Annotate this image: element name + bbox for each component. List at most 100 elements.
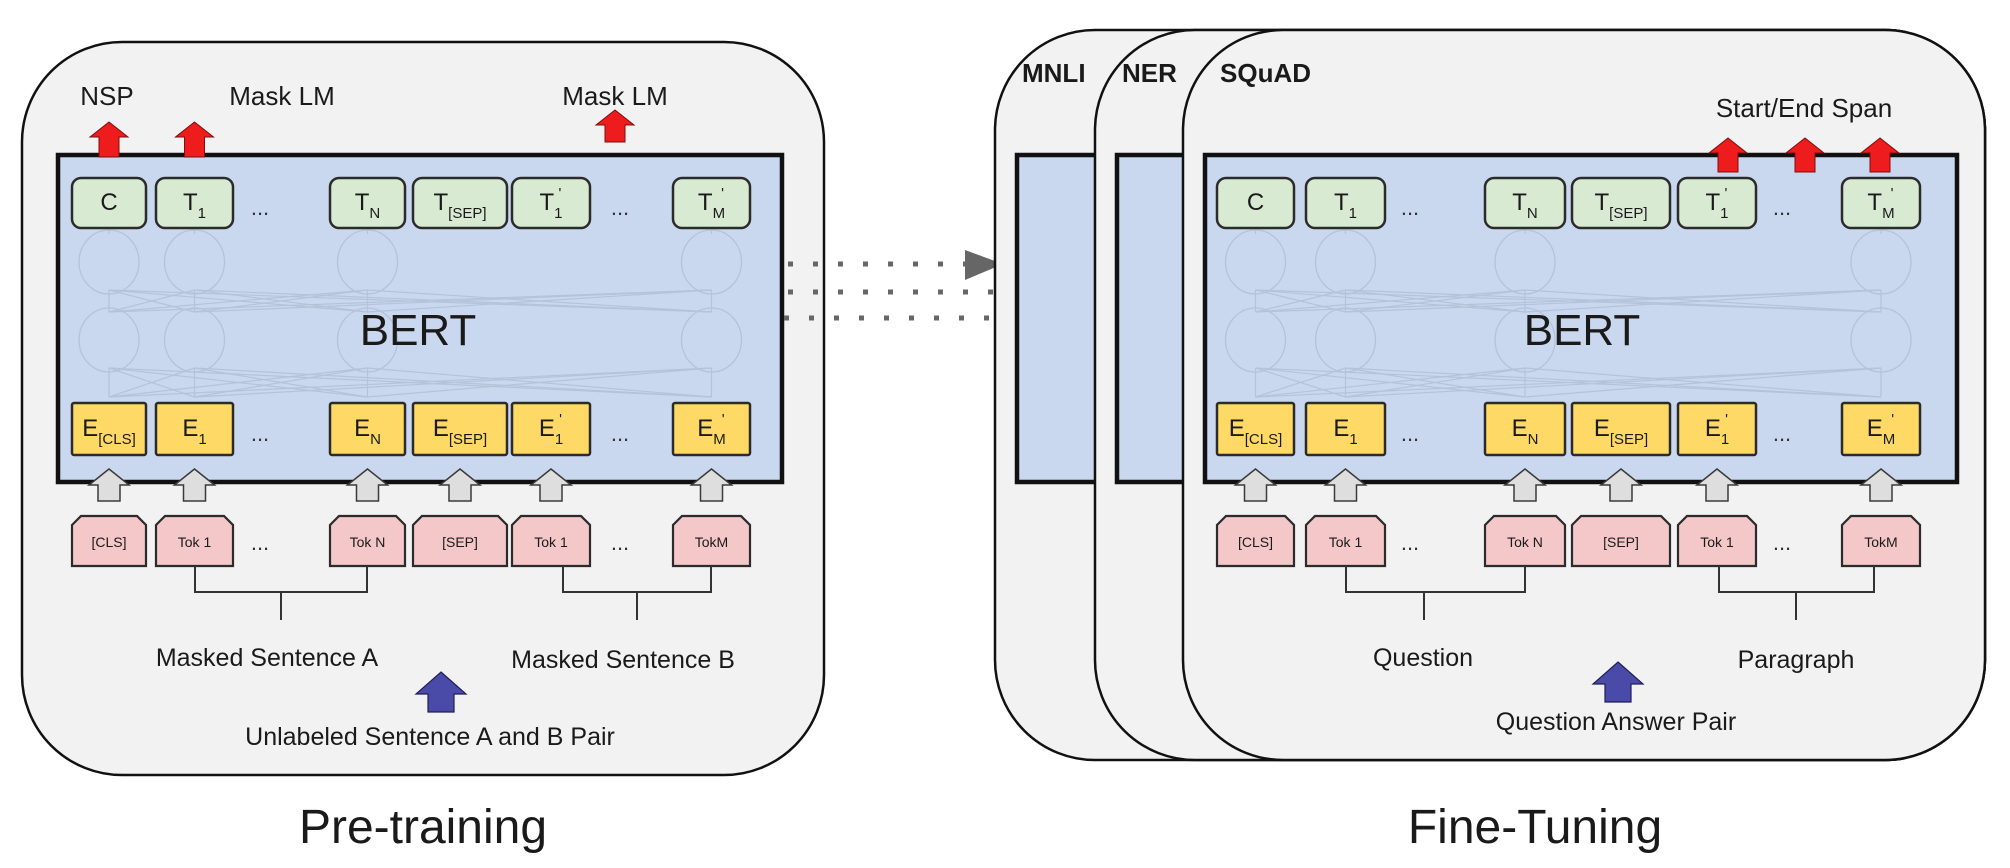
ft-embedding-ellipsis: ... [1401, 421, 1419, 446]
pre-embedding-box-5 [510, 401, 592, 457]
ft-token-box-7 [1840, 514, 1922, 568]
network-connection [1255, 367, 1346, 398]
pre-output-box-label: T[SEP] [433, 189, 486, 222]
embedding-input-arrow-icon [437, 468, 483, 502]
ft-output-box-label: TM' [1867, 185, 1894, 222]
pretraining-transformer-network [78, 229, 743, 398]
embedding-input-arrow-icon [86, 468, 132, 502]
pretraining-title: Pre-training [299, 801, 547, 854]
pre-output-box-7 [671, 176, 752, 230]
ft-embedding-box-3 [1483, 401, 1567, 457]
ft-token-box-4 [1570, 514, 1672, 568]
network-node [78, 307, 140, 373]
network-connection [1345, 367, 1882, 398]
ft-token-label: Tok N [1507, 534, 1543, 550]
input-arrow-icon [414, 671, 468, 713]
pre-embedding-box-1 [154, 401, 235, 457]
ft-token-label: [CLS] [1238, 534, 1273, 550]
paragraph-label: Paragraph [1738, 646, 1855, 674]
embedding-input-arrow-icon [1233, 468, 1278, 502]
finetuning-bert-label: BERT [1524, 306, 1641, 355]
pre-token-label: [CLS] [91, 534, 126, 550]
network-connection [194, 289, 712, 313]
pretraining-token-row: [CLS]Tok 1...Tok N[SEP]Tok 1...TokM [70, 468, 752, 568]
start-end-span-label: Start/End Span [1716, 93, 1892, 123]
ft-embedding-box-label: EM' [1867, 411, 1896, 448]
ft-embedding-ellipsis: ... [1773, 421, 1791, 446]
network-connection [1345, 367, 1526, 398]
pre-token-label: Tok 1 [534, 534, 568, 550]
ft-output-box-4 [1570, 176, 1672, 230]
ft-output-box-label: TN [1512, 189, 1538, 222]
ft-embedding-box-label: E[SEP] [1594, 415, 1648, 448]
network-node [163, 307, 226, 373]
ft-output-box-label: T1 [1334, 189, 1357, 222]
pre-output-box-label: TN [355, 189, 381, 222]
pre-token-label: Tok 1 [178, 534, 212, 550]
ft-token-box-5 [1676, 514, 1758, 568]
ft-output-box-label: T[SEP] [1594, 189, 1647, 222]
finetuning-output-arrows [1707, 137, 1901, 173]
span-output-arrow-icon [1859, 137, 1901, 173]
ft-token-box-3 [1483, 514, 1567, 568]
pretraining-bert-label: BERT [360, 306, 477, 355]
finetuning-title: Fine-Tuning [1408, 801, 1662, 854]
ft-embedding-box-label: EN [1512, 415, 1539, 448]
pre-embedding-box-label: EN [354, 415, 381, 448]
segment-b-bracket [562, 566, 712, 620]
span-output-arrow-icon [1784, 137, 1826, 173]
ft-embedding-box-label: E1' [1705, 411, 1729, 448]
ft-output-box-label: T1' [1705, 185, 1728, 222]
pretraining-output-arrows [88, 109, 636, 158]
pre-token-box-5 [510, 514, 592, 568]
network-connection [1524, 289, 1882, 313]
pre-embedding-box-label: EM' [697, 411, 726, 448]
network-node [1314, 229, 1377, 295]
embedding-input-arrow-icon [528, 468, 574, 502]
ft-token-label: [SEP] [1603, 534, 1639, 550]
network-connection [1255, 289, 1526, 313]
ft-output-box-7 [1840, 176, 1922, 230]
network-connection [367, 367, 712, 398]
network-connection [1255, 367, 1526, 398]
pre-embedding-box-4 [411, 401, 509, 457]
network-connection [108, 367, 712, 398]
network-connection [108, 367, 368, 398]
output-arrow-icon [174, 121, 215, 158]
pre-output-box-label: C [100, 189, 117, 216]
embedding-input-arrow-icon [1694, 468, 1740, 502]
pre-token-box-0 [70, 514, 148, 568]
mask-lm-label-a: Mask LM [229, 81, 334, 111]
network-connection [1255, 289, 1882, 313]
ft-embedding-box-7 [1840, 401, 1922, 457]
finetuning-token-row: [CLS]Tok 1...Tok N[SEP]Tok 1...TokM [1215, 468, 1922, 568]
network-node [78, 229, 140, 295]
ft-embedding-box-4 [1570, 401, 1672, 457]
ft-token-label: Tok 1 [1329, 534, 1363, 550]
network-node [680, 307, 743, 373]
ft-embedding-box-5 [1676, 401, 1758, 457]
question-label: Question [1373, 644, 1473, 672]
pre-token-label: TokM [695, 534, 728, 550]
nsp-label: NSP [80, 81, 133, 111]
qa-input-arrow-icon [1591, 661, 1645, 703]
network-connection [108, 289, 368, 313]
qa-pair-label: Question Answer Pair [1496, 708, 1736, 736]
pre-output-box-0 [70, 176, 148, 230]
pre-output-box-5 [510, 176, 592, 230]
pre-embedding-box-label: E1 [182, 415, 206, 448]
pre-embedding-ellipsis: ... [611, 421, 629, 446]
network-connection [1255, 367, 1882, 398]
embedding-input-arrow-icon [345, 468, 390, 502]
segment-b-label: Masked Sentence B [511, 646, 735, 674]
pre-embedding-box-7 [671, 401, 752, 457]
network-node [1850, 229, 1912, 295]
network-connection [367, 289, 712, 313]
network-connection [194, 367, 368, 398]
ft-output-ellipsis: ... [1773, 195, 1791, 220]
ft-token-label: Tok 1 [1700, 534, 1734, 550]
ft-output-box-0 [1215, 176, 1296, 230]
